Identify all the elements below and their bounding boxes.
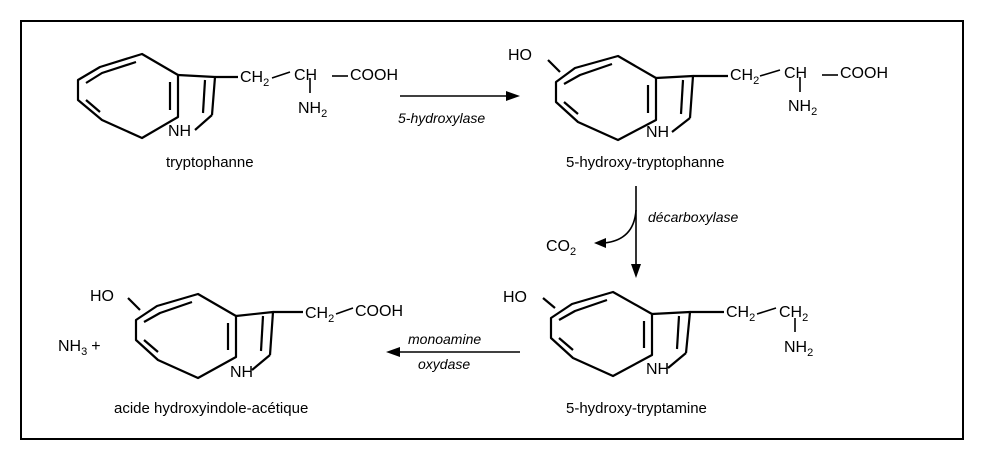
hiaa-label: acide hydroxyindole-acétique <box>114 400 308 417</box>
hydroxy-tryptophan-nh: NH <box>646 124 669 141</box>
tryptophan-label: tryptophanne <box>166 154 254 171</box>
hydroxy-tryptophan-ho: HO <box>508 47 532 64</box>
hydroxylase-arrow <box>400 91 520 101</box>
tryptophan-structure: CH2 CH COOH NH2 NH <box>76 52 398 140</box>
monoamine-label: monoamine <box>408 331 481 347</box>
hydroxy-tryptamine-structure: HO CH2 CH2 NH2 NH <box>503 289 813 378</box>
decarboxylase-arrow <box>594 186 641 278</box>
hydroxy-tryptamine-benzene-ring <box>549 290 654 378</box>
hydroxy-tryptophan-ch2: CH2 <box>730 67 759 87</box>
nh3-byproduct: NH3+ <box>58 338 101 358</box>
hydroxy-tryptophan-label: 5-hydroxy-tryptophanne <box>566 154 724 171</box>
hiaa-ch2: CH2 <box>305 305 334 325</box>
hydroxy-tryptamine-ch2b: CH2 <box>779 304 808 324</box>
monoamine-oxidase-arrow <box>386 347 520 357</box>
tryptophan-ch2: CH2 <box>240 69 269 89</box>
hiaa-benzene-ring <box>134 292 238 380</box>
hydroxy-tryptophan-structure: HO CH2 CH COOH NH2 NH <box>508 47 888 142</box>
hiaa-cooh: COOH <box>355 303 403 320</box>
tryptophan-nh: NH <box>168 123 191 140</box>
hiaa-structure: HO CH2 COOH NH <box>90 288 403 381</box>
hiaa-nh: NH <box>230 364 253 381</box>
hydroxy-tryptamine-ch2a: CH2 <box>726 304 755 324</box>
co2-byproduct: CO2 <box>546 238 576 258</box>
tryptophan-nh2: NH2 <box>298 100 327 120</box>
hydroxy-tryptophan-ch: CH <box>784 65 807 82</box>
hydroxy-tryptophan-cooh: COOH <box>840 65 888 82</box>
hydroxy-tryptamine-nh: NH <box>646 361 669 378</box>
hiaa-ho: HO <box>90 288 114 305</box>
decarboxylase-label: décarboxylase <box>648 209 738 225</box>
hydroxy-tryptamine-label: 5-hydroxy-tryptamine <box>566 400 707 417</box>
tryptophan-benzene-ring <box>76 52 180 140</box>
tryptophan-cooh: COOH <box>350 67 398 84</box>
pathway-frame <box>20 20 964 440</box>
hydroxy-tryptophan-benzene-ring <box>554 54 658 142</box>
oxydase-label: oxydase <box>418 356 470 372</box>
hydroxylase-label: 5-hydroxylase <box>398 110 485 126</box>
hydroxy-tryptamine-nh2: NH2 <box>784 339 813 359</box>
hydroxy-tryptophan-nh2: NH2 <box>788 98 817 118</box>
tryptophan-ch: CH <box>294 67 317 84</box>
hydroxy-tryptamine-ho: HO <box>503 289 527 306</box>
